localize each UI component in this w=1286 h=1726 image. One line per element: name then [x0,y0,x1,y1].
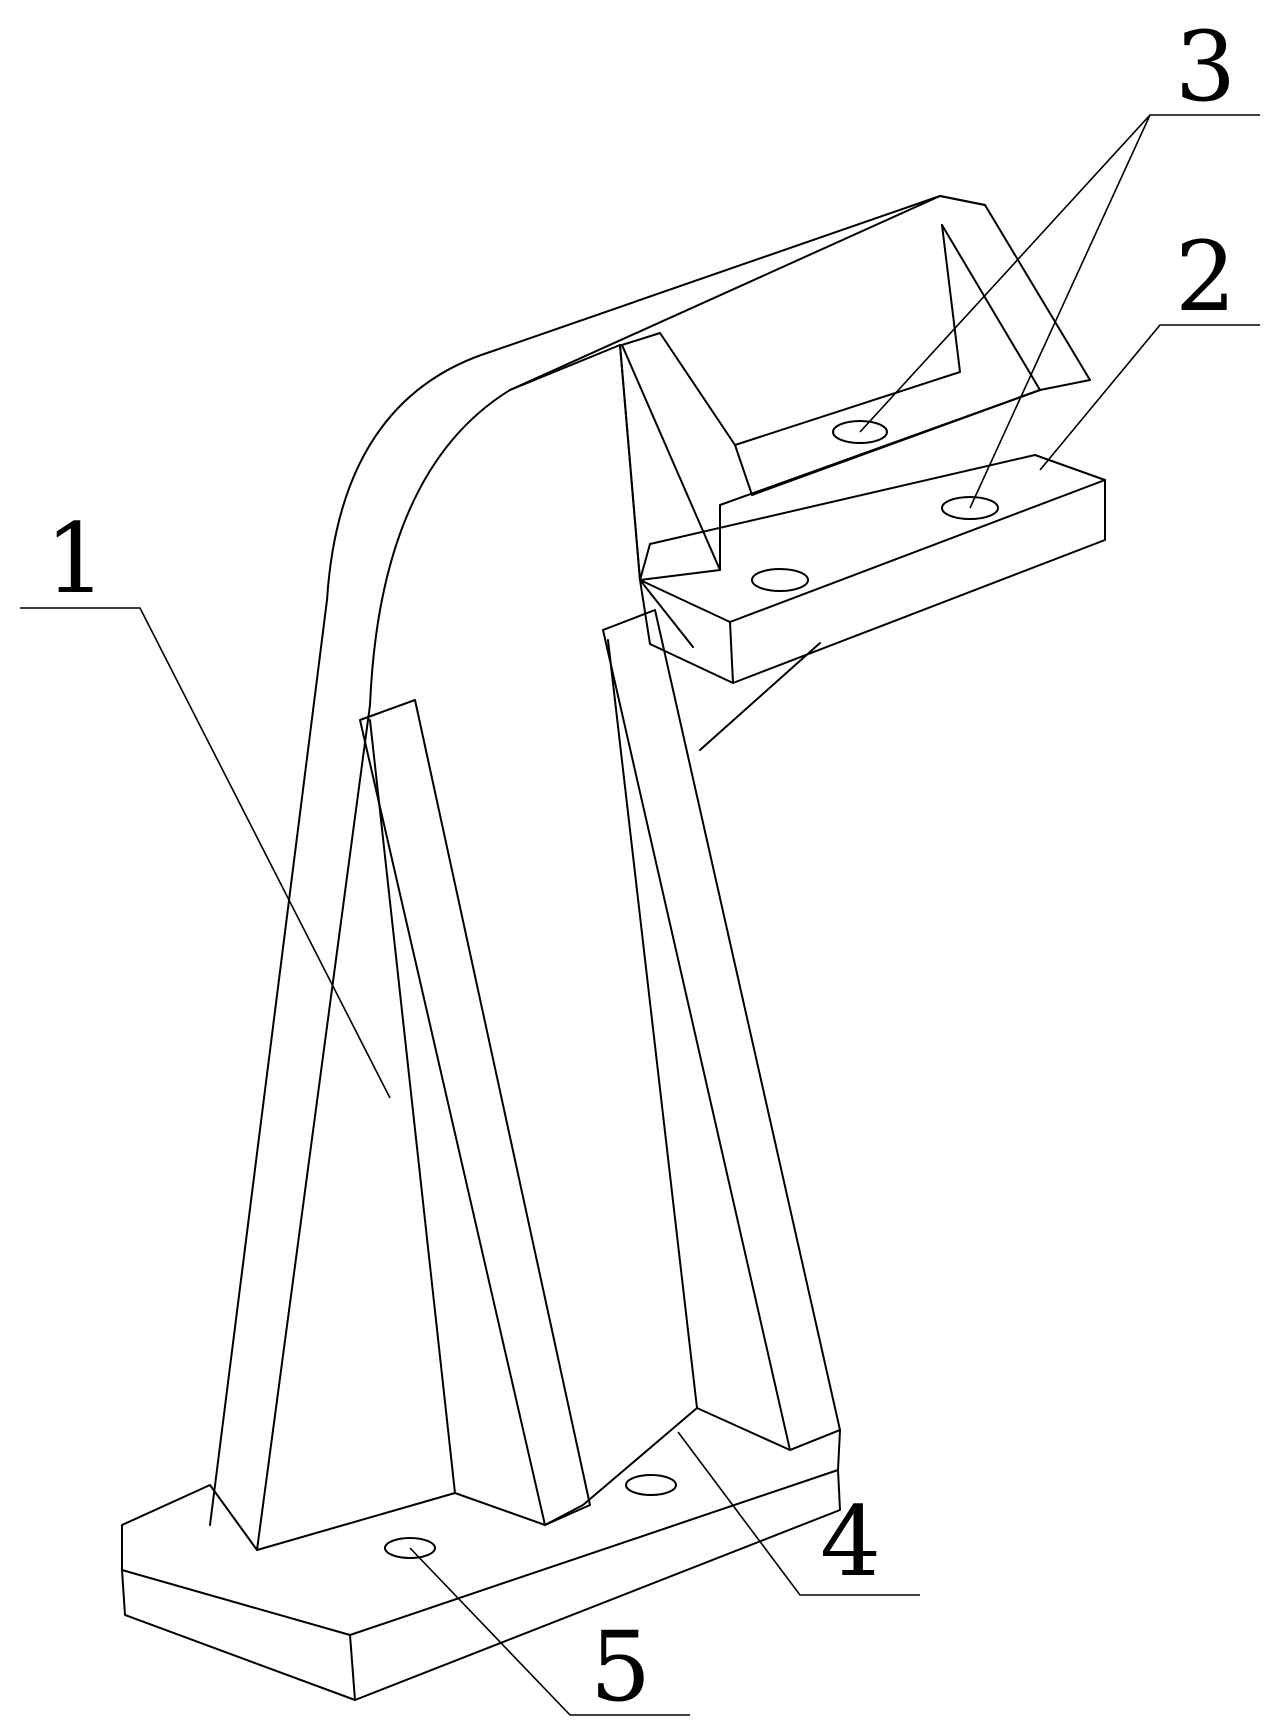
leader-2 [1039,324,1260,471]
bracket-left-wall [619,344,721,581]
hole-plate-left [751,568,809,592]
callouts: 1 2 3 4 5 [45,11,1236,1723]
hole-base-left [384,1537,436,1559]
column-rear-edge [619,344,694,648]
bracket-channel-floor [734,389,1041,496]
rib-right-inner [607,639,698,1409]
leader-5 [409,1547,690,1716]
base-front-edge [349,1634,356,1701]
plate-top-face [639,454,1106,623]
hole-base-right [625,1474,677,1496]
leader-3b [969,114,1151,509]
callout-3: 3 [1175,11,1236,123]
base-plate [121,1407,841,1701]
hole-plate-right [941,496,999,520]
rib-brace [699,642,821,751]
bracket-front-edge [1039,379,1091,391]
callout-2: 2 [1175,221,1236,333]
callout-1: 1 [45,503,106,615]
leader-lines [20,114,1260,1716]
callout-5: 5 [590,1611,651,1723]
plate-front-edge [729,621,734,684]
callout-4: 4 [820,1486,881,1598]
base-top-face [121,1407,841,1636]
upright-column [209,195,1091,1551]
column-top-face [509,195,1091,391]
leader-1 [20,607,391,1099]
head-bracket [619,224,1091,581]
mounting-plate [639,454,1106,684]
front-ribs [359,609,841,1526]
bracket-channel-back [621,224,961,446]
hole-bracket-upper [832,420,888,444]
rib-left-outer [359,699,591,1526]
leader-4 [677,1431,920,1596]
bolt-holes [384,420,999,1559]
column-inner-edge [256,344,621,1551]
rib-right-outer [602,609,841,1451]
plate-front-face [639,479,1106,684]
rib-left-inner [369,719,456,1494]
column-outer-edge [209,195,986,1526]
